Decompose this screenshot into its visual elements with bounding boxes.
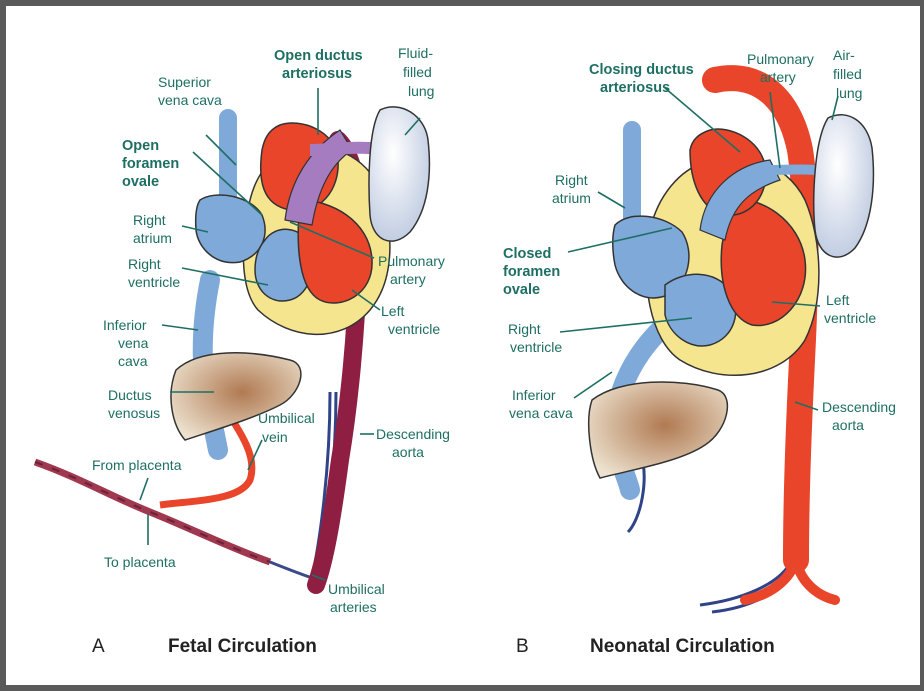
label-to-placenta: To placenta xyxy=(104,554,176,570)
caption-letter-a: A xyxy=(92,636,105,657)
neonatal-liver xyxy=(589,382,728,478)
caption-letter-b: B xyxy=(516,636,529,657)
neonatal-air-filled-lung xyxy=(814,115,874,257)
caption-neonatal-circulation: Neonatal Circulation xyxy=(590,636,775,657)
caption-fetal-circulation: Fetal Circulation xyxy=(168,636,317,657)
neonatal-umbilical-arteries-remnant xyxy=(700,560,800,612)
umbilical-cord xyxy=(35,462,318,580)
fetal-fluid-filled-lung xyxy=(369,107,429,241)
label-from-placenta: From placenta xyxy=(92,457,182,473)
neonatal-aorta-bifurcation xyxy=(745,560,835,600)
